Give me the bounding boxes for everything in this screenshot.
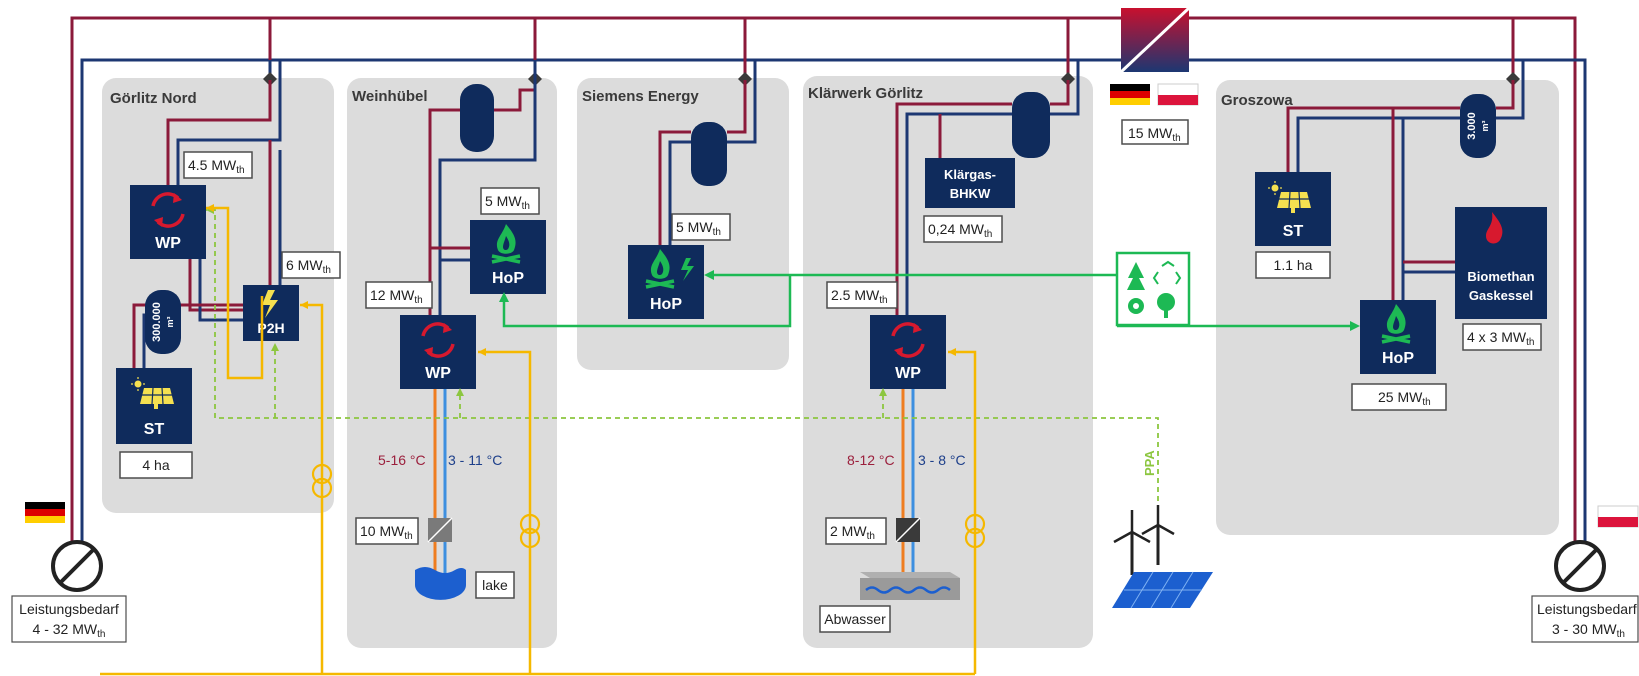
wh-cold-temp: 3 - 11 °C — [448, 452, 502, 468]
svg-text:P2H: P2H — [257, 320, 284, 336]
biomass-flows — [502, 273, 1353, 328]
gr-storage-tank — [1460, 94, 1496, 158]
kw-bhkw-power-label: 0,24 MWth — [928, 221, 992, 240]
demand-pl-range: 3 - 30 MWth — [1552, 621, 1625, 640]
main-network — [70, 16, 1587, 560]
svg-text:Biomethan: Biomethan — [1467, 269, 1534, 284]
demand-de-meter-icon — [51, 540, 103, 592]
wh-hop-power-label: 5 MWth — [485, 193, 530, 212]
wh-wp-power-label: 12 MWth — [370, 287, 423, 306]
germany-flag-icon — [25, 502, 65, 523]
wh-storage-tank — [460, 84, 494, 152]
germany-flag-icon — [1110, 84, 1150, 105]
site-title-goerlitz-nord: Görlitz Nord — [110, 90, 197, 107]
svg-text:HoP: HoP — [1382, 350, 1414, 367]
svg-text:HoP: HoP — [650, 296, 682, 313]
svg-text:3.000: 3.000 — [1466, 112, 1478, 140]
transformer-icons — [311, 463, 986, 549]
wh-hx-power-label: 10 MWth — [360, 523, 413, 542]
demand-pl-meter-icon — [1554, 540, 1606, 592]
svg-text:Klärgas-: Klärgas- — [944, 167, 996, 182]
gn-p2h-power-label: 6 MWth — [286, 257, 331, 276]
svg-text:m³: m³ — [165, 316, 175, 327]
demand-de-title: Leistungsbedarf — [19, 601, 119, 617]
svg-text:WP: WP — [425, 365, 451, 382]
svg-text:WP: WP — [155, 235, 181, 252]
wh-lake-label: lake — [482, 577, 508, 593]
svg-text:WP: WP — [895, 365, 921, 382]
valves — [263, 72, 1520, 86]
wastewater-basin-icon — [860, 572, 960, 600]
kw-bhkw-block — [925, 158, 1015, 208]
wind-turbine-icon — [1113, 505, 1175, 575]
gn-storage-tank — [145, 290, 181, 354]
demand-pl-title: Leistungsbedarf — [1537, 601, 1637, 617]
kw-storage-tank — [1012, 92, 1050, 158]
se-hop-power-label: 5 MWth — [676, 219, 721, 238]
svg-text:BHKW: BHKW — [950, 186, 991, 201]
gr-boiler-power-label: 4 x 3 MWth — [1467, 329, 1534, 348]
ppa-label: PPA — [1142, 450, 1157, 476]
kw-abwasser-label: Abwasser — [824, 611, 886, 627]
demand-de-range: 4 - 32 MWth — [33, 621, 106, 640]
site-goerlitz-nord-panel — [102, 78, 334, 513]
site-title-groszowa: Groszowa — [1221, 92, 1293, 109]
gn-heat-pump-block — [130, 185, 206, 259]
svg-text:Gaskessel: Gaskessel — [1469, 288, 1533, 303]
svg-text:HoP: HoP — [492, 270, 524, 287]
poland-flag-icon — [1157, 83, 1199, 106]
site-title-weinhuebel: Weinhübel — [352, 88, 428, 105]
interconnect-power-label: 15 MWth — [1128, 125, 1181, 144]
lightning-icon — [262, 290, 278, 318]
flame-icon — [1486, 212, 1503, 244]
se-storage-tank — [691, 122, 727, 186]
svg-text:ST: ST — [1283, 223, 1304, 240]
svg-text:300.000: 300.000 — [151, 302, 163, 342]
lake-icon — [415, 567, 466, 600]
gn-wp-power-label: 4.5 MWth — [188, 157, 245, 176]
svg-text:ST: ST — [144, 421, 165, 438]
pv-panel-icon — [1112, 571, 1213, 609]
poland-flag-icon — [1597, 505, 1639, 528]
svg-text:m³: m³ — [1480, 120, 1490, 131]
site-title-klaerwerk: Klärwerk Görlitz — [808, 85, 923, 102]
gr-hop-power-label: 25 MWth — [1378, 389, 1431, 408]
wh-warm-temp: 5-16 °C — [378, 452, 426, 468]
kw-warm-temp: 8-12 °C — [847, 452, 895, 468]
kw-wp-power-label: 2.5 MWth — [831, 287, 888, 306]
gr-st-area-label: 1.1 ha — [1274, 257, 1313, 273]
kw-heat-pump-block — [870, 315, 946, 389]
kw-cold-temp: 3 - 8 °C — [918, 452, 966, 468]
wh-heat-pump-block — [400, 315, 476, 389]
site-klaerwerk-panel — [803, 76, 1093, 648]
site-title-siemens: Siemens Energy — [582, 88, 699, 105]
kw-hx-power-label: 2 MWth — [830, 523, 875, 542]
gn-st-area-label: 4 ha — [142, 457, 169, 473]
